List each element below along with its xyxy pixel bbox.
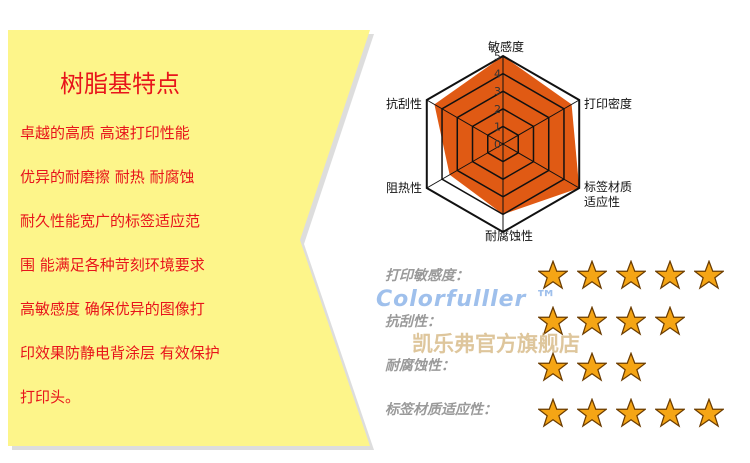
feature-line: 印效果防静电背涂层 有效保护: [20, 344, 220, 362]
star-icon: [692, 259, 726, 290]
star-icon: [536, 397, 570, 428]
star-icon: [575, 351, 609, 382]
rating-label: 抗刮性：: [385, 314, 441, 330]
feature-line: 优异的耐磨擦 耐热 耐腐蚀: [20, 168, 195, 186]
star-rating: [536, 259, 733, 294]
star-rating: [536, 351, 655, 386]
tick-label: 5: [494, 50, 501, 63]
tick-label: 4: [494, 68, 501, 81]
star-icon: [614, 351, 648, 382]
star-icon: [575, 259, 609, 290]
star-icon: [614, 259, 648, 290]
feature-line: 耐久性能宽广的标签适应范: [20, 212, 201, 230]
data-area: [434, 56, 580, 215]
tick-label: 2: [494, 103, 501, 116]
star-icon: [536, 259, 570, 290]
star-rating: [536, 305, 694, 340]
star-icon: [653, 259, 687, 290]
star-icon: [614, 305, 648, 336]
star-icon: [653, 305, 687, 336]
feature-line: 高敏感度 确保优异的图像打: [20, 300, 205, 318]
grid-spoke: [502, 143, 580, 189]
rating-label: 打印敏感度：: [385, 268, 469, 284]
star-icon: [575, 305, 609, 336]
axis-label: 标签材质适应性: [584, 180, 633, 209]
star-icon: [575, 397, 609, 428]
star-rating: [536, 397, 733, 432]
tick-label: 0: [494, 138, 501, 151]
star-icon: [692, 397, 726, 428]
axis-label: 阻热性: [386, 181, 423, 195]
star-icon: [536, 351, 570, 382]
grid-spoke: [502, 99, 580, 145]
axis-label: 敏感度: [488, 40, 525, 54]
feature-line: 围 能满足各种苛刻环境要求: [20, 256, 205, 274]
grid-spoke: [426, 99, 504, 145]
tick-label: 1: [494, 120, 501, 133]
axis-label: 打印密度: [584, 97, 633, 111]
feature-line: 卓越的高质 高速打印性能: [20, 124, 190, 142]
yellow-panel: [8, 30, 374, 450]
grid-spoke: [426, 143, 504, 189]
tick-label: 3: [494, 85, 501, 98]
feature-line: 打印头。: [20, 388, 81, 406]
title: 树脂基特点: [60, 70, 180, 98]
rating-label: 标签材质适应性：: [385, 402, 497, 418]
star-icon: [536, 305, 570, 336]
rating-label: 耐腐蚀性：: [385, 358, 455, 374]
star-icon: [653, 397, 687, 428]
watermark-store: 凯乐弗官方旗舰店: [412, 332, 580, 356]
axis-label: 抗刮性: [386, 97, 423, 111]
star-icon: [614, 397, 648, 428]
axis-label: 耐腐蚀性: [485, 229, 534, 243]
watermark-brand: Colorfulller ™: [376, 287, 559, 312]
